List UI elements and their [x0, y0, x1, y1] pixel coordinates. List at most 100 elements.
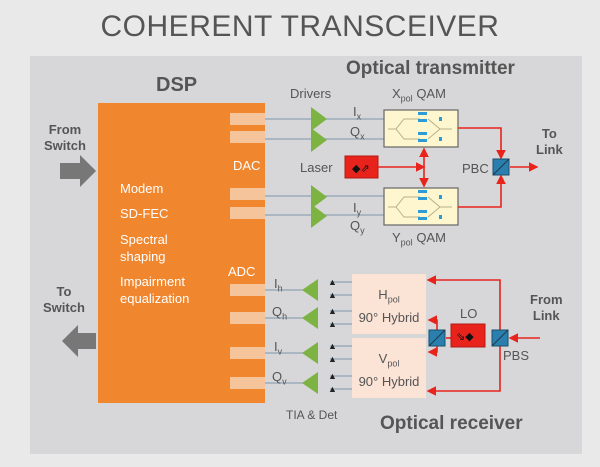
qh-main: Q	[272, 304, 283, 319]
x-pol-label: Xpol QAM	[392, 86, 446, 104]
ix-main: I	[353, 104, 357, 119]
laser-diode-icon: ◆⇗	[352, 163, 370, 175]
qh-label: Qh	[272, 304, 287, 322]
x-pol-main: X	[392, 86, 401, 101]
adc-port	[230, 312, 265, 324]
from-switch-line2: Switch	[44, 138, 86, 153]
tia-triangle	[302, 307, 318, 329]
iy-sub: y	[356, 207, 362, 218]
qx-sub: x	[360, 131, 365, 142]
lo-laser-icon: ⇘◆	[456, 331, 474, 343]
pbs-splitter	[491, 329, 509, 347]
h-pol-hybrid-label: Hpol 90° Hybrid	[352, 286, 426, 327]
v-pol-line2: 90° Hybrid	[358, 373, 420, 389]
diagram-title: COHERENT TRANSCEIVER	[100, 10, 500, 43]
lo-splitter	[428, 329, 446, 347]
y-pol-modulator	[383, 187, 459, 226]
dsp-function-equalization: equalization	[120, 291, 190, 306]
dac-label: DAC	[233, 158, 261, 173]
drivers-label: Drivers	[290, 86, 332, 101]
y-pol-suffix: QAM	[416, 230, 446, 245]
optical-paths-tx	[378, 127, 539, 208]
lo-laser-block	[450, 323, 486, 348]
svg-text:▲: ▲	[328, 290, 337, 300]
x-pol-modulator	[383, 109, 459, 148]
dac-port	[230, 207, 265, 219]
h-pol-sub: pol	[387, 294, 400, 305]
iv-label: Iv	[274, 339, 282, 357]
qv-label: Qv	[272, 369, 287, 387]
pbs-label: PBS	[503, 348, 530, 363]
driver-triangle	[311, 128, 327, 152]
y-pol-sub: pol	[400, 237, 413, 248]
pbc-splitter	[492, 158, 510, 176]
v-pol-main: V	[378, 351, 388, 366]
dsp-function-spectral: Spectral	[120, 232, 168, 247]
dsp-function-shaping: shaping	[120, 249, 166, 264]
iv-main: I	[274, 339, 278, 354]
tia-triangle	[302, 279, 318, 301]
from-link-line2: Link	[532, 308, 560, 323]
driver-triangle	[311, 204, 327, 228]
dac-port	[230, 188, 265, 200]
qy-label: Qy	[350, 218, 365, 236]
svg-text:▲: ▲	[328, 341, 337, 351]
tia-triangle	[302, 342, 318, 364]
laser-label: Laser	[300, 160, 333, 175]
ih-label: Ih	[274, 276, 283, 294]
svg-text:▲: ▲	[328, 384, 337, 394]
dsp-heading: DSP	[156, 74, 198, 96]
to-link-line2: Link	[536, 142, 563, 157]
from-switch-label: From Switch	[44, 122, 86, 154]
iy-label: Iy	[353, 200, 361, 218]
iv-sub: v	[277, 346, 283, 357]
qx-main: Q	[350, 124, 361, 139]
to-link-line1: To	[541, 126, 557, 141]
v-pol-hybrid	[352, 338, 426, 398]
y-pol-label: Ypol QAM	[392, 230, 446, 248]
x-pol-suffix: QAM	[416, 86, 446, 101]
photodetectors: ▲▲ ▲▲ ▲▲ ▲▲	[328, 277, 337, 394]
adc-port	[230, 377, 265, 389]
qv-main: Q	[272, 369, 283, 384]
qx-label: Qx	[350, 124, 365, 142]
adc-label: ADC	[228, 264, 256, 279]
dac-port	[230, 113, 265, 125]
qv-sub: v	[282, 376, 287, 387]
dsp-function-impairment: Impairment	[120, 274, 186, 289]
qh-sub: h	[282, 311, 288, 322]
dsp-function-modem: Modem	[120, 181, 164, 196]
h-pol-main: H	[378, 287, 388, 302]
dac-port	[230, 131, 265, 143]
h-pol-hybrid	[352, 274, 426, 334]
adc-port	[230, 347, 265, 359]
ix-label: Ix	[353, 104, 361, 122]
svg-text:▲: ▲	[328, 371, 337, 381]
to-switch-arrow	[62, 325, 96, 357]
dsp-function-sdfec: SD-FEC	[120, 206, 169, 221]
v-pol-hybrid-label: Vpol 90° Hybrid	[352, 350, 426, 391]
v-pol-sub: pol	[387, 358, 400, 369]
qy-main: Q	[350, 218, 361, 233]
svg-text:▲: ▲	[328, 277, 337, 287]
tia-triangle	[302, 372, 318, 394]
driver-triangle	[311, 107, 327, 131]
iy-main: I	[353, 200, 357, 215]
qy-sub: y	[360, 225, 365, 236]
adc-port	[230, 284, 265, 296]
pbc-label: PBC	[462, 161, 489, 176]
tia-det-label: TIA & Det	[286, 408, 338, 422]
x-pol-sub: pol	[400, 93, 413, 104]
from-switch-line1: From	[48, 122, 82, 137]
y-pol-main: Y	[392, 230, 401, 245]
to-switch-line1: To	[56, 284, 72, 299]
from-switch-arrow	[60, 155, 96, 187]
ix-sub: x	[356, 111, 362, 122]
from-link-label: From Link	[530, 292, 563, 324]
to-link-label: To Link	[536, 126, 563, 158]
ih-main: I	[274, 276, 278, 291]
svg-text:▲: ▲	[328, 354, 337, 364]
to-switch-line2: Switch	[43, 300, 85, 315]
lo-label: LO	[460, 306, 478, 321]
